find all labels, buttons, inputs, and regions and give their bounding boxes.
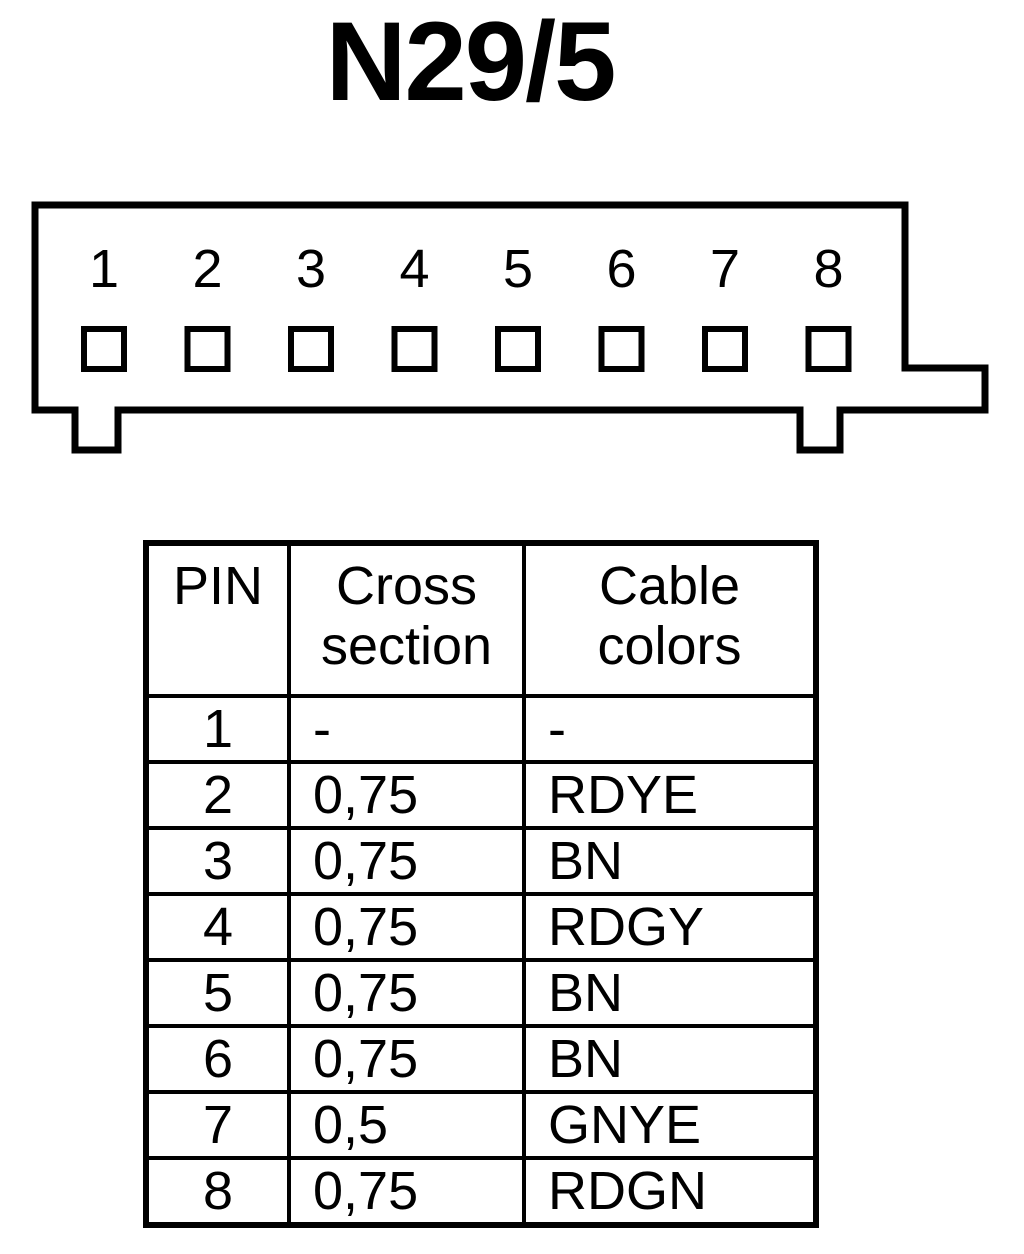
connector-pin-contact (805, 326, 852, 372)
cable-color-cell: BN (522, 826, 818, 896)
cable-color-cell: GNYE (522, 1090, 818, 1160)
cable-color-cell: RDYE (522, 760, 818, 830)
connector-outline (31, 201, 989, 454)
connector-pin-number: 4 (399, 239, 429, 299)
connector-pin-contact (598, 326, 645, 372)
cable-color-cell: BN (522, 1024, 818, 1094)
connector-pin-number: 2 (192, 239, 222, 299)
cable-color-cell: BN (522, 958, 818, 1028)
pin-number-cell: 2 (144, 760, 291, 830)
pin-number-cell: 7 (144, 1090, 291, 1160)
pin-number-cell: 1 (144, 694, 291, 764)
cross-section-cell: 0,75 (287, 958, 526, 1028)
connector-pin-number: 5 (503, 239, 533, 299)
connector-pin-number: 3 (296, 239, 326, 299)
table-row: 1-- (144, 694, 818, 764)
cross-section-cell: - (287, 694, 526, 764)
connector-pin-number: 7 (710, 239, 740, 299)
cross-section-cell: 0,75 (287, 760, 526, 830)
connector-pin-contact (81, 326, 127, 372)
pin-number-cell: 6 (144, 1024, 291, 1094)
cable-color-cell: RDGY (522, 892, 818, 962)
connector-pin-contact (184, 326, 231, 372)
cross-section-cell: 0,75 (287, 826, 526, 896)
connector-pin-number: 6 (606, 239, 636, 299)
cable-color-cell: - (522, 694, 818, 764)
cross-section-cell: 0,75 (287, 1156, 526, 1227)
connector-pin-contact (702, 326, 748, 372)
pin-number-cell: 8 (144, 1156, 291, 1227)
cable-color-cell: RDGN (522, 1156, 818, 1227)
connector-housing-diagram: 1 2 3 4 5 6 7 8 (31, 201, 989, 454)
connector-pin-number: 8 (813, 239, 843, 299)
connector-pin-contact (288, 326, 334, 372)
cross-section-cell: 0,75 (287, 892, 526, 962)
pin-number-cell: 5 (144, 958, 291, 1028)
connector-title: N29/5 (325, 0, 617, 124)
pin-number-cell: 4 (144, 892, 291, 962)
pin-number-cell: 3 (144, 826, 291, 896)
cross-section-cell: 0,5 (287, 1090, 526, 1160)
connector-pin-contact (495, 326, 541, 372)
connector-pin-contact (391, 326, 438, 372)
header-pin: PIN (144, 541, 291, 698)
cross-section-cell: 0,75 (287, 1024, 526, 1094)
connector-pin-number: 1 (89, 239, 119, 299)
